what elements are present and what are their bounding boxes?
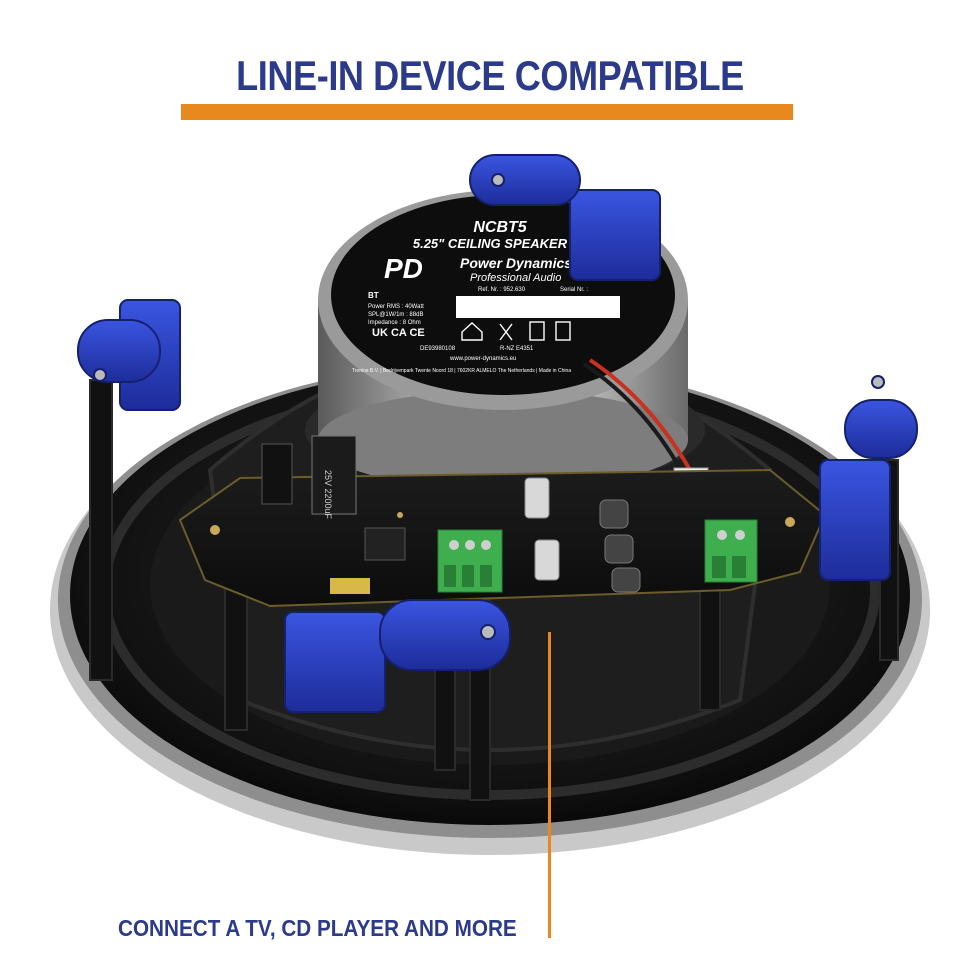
serial-box xyxy=(456,296,620,318)
inductor xyxy=(599,499,629,529)
mounting-clip-left xyxy=(77,299,181,411)
capacitor-text: 25V 2200uF xyxy=(323,470,333,520)
label-logo: PD xyxy=(384,253,423,284)
label-marks: UK CA CE xyxy=(372,327,425,339)
speaker-wire-red xyxy=(588,358,692,471)
label-symbols xyxy=(461,321,571,341)
caption: CONNECT A TV, CD PLAYER AND MORE xyxy=(118,915,517,941)
callout-line xyxy=(548,632,551,938)
headline: LINE-IN DEVICE COMPATIBLE xyxy=(236,52,744,99)
speaker-label: NCBT5 5.25" CEILING SPEAKER PD Power Dyn… xyxy=(352,219,620,374)
pillar xyxy=(89,379,113,681)
bluetooth-module xyxy=(330,578,370,594)
label-spec-impedance: Impedance : 8 Ohm xyxy=(368,320,421,326)
label-spec-spl: SPL@1W/1m : 88dB xyxy=(368,312,423,318)
label-model: NCBT5 xyxy=(473,219,527,236)
info-icon xyxy=(555,321,571,341)
label-address: Tronios B.V. | Bedrijvenpark Twente Noor… xyxy=(352,368,571,374)
capacitor-small xyxy=(534,539,560,581)
label-brand: Power Dynamics xyxy=(460,255,572,271)
line-in-terminal xyxy=(437,529,503,593)
inductor xyxy=(611,567,641,593)
inductor xyxy=(604,534,634,564)
manual-icon xyxy=(529,321,545,341)
regulator xyxy=(261,443,293,505)
label-ref: Ref. Nr. : 952.630 xyxy=(478,287,526,293)
mounting-clip-top xyxy=(469,154,661,281)
bin-icon xyxy=(499,323,513,341)
pillar xyxy=(224,579,248,731)
label-spec-power: Power RMS : 40Watt xyxy=(368,304,424,310)
house-icon xyxy=(461,322,483,341)
label-de-code: DE93980108 xyxy=(420,346,456,352)
capacitor-large: 25V 2200uF xyxy=(311,435,357,520)
label-type: 5.25" CEILING SPEAKER xyxy=(413,236,568,251)
capacitor-small xyxy=(524,477,550,519)
label-website: www.power-dynamics.eu xyxy=(449,356,516,362)
mounting-clip-right xyxy=(819,375,918,581)
power-terminal xyxy=(704,519,758,583)
label-brand-sub: Professional Audio xyxy=(470,272,561,284)
headline-underline xyxy=(181,104,793,120)
amplifier-chip xyxy=(364,527,406,561)
speaker-wire-black xyxy=(582,362,684,473)
mounting-clip-front xyxy=(284,599,511,713)
label-serial: Serial Nr. : xyxy=(560,287,588,293)
label-bt: BT xyxy=(368,291,379,300)
label-rnz-code: R-NZ E4351 xyxy=(500,346,534,352)
